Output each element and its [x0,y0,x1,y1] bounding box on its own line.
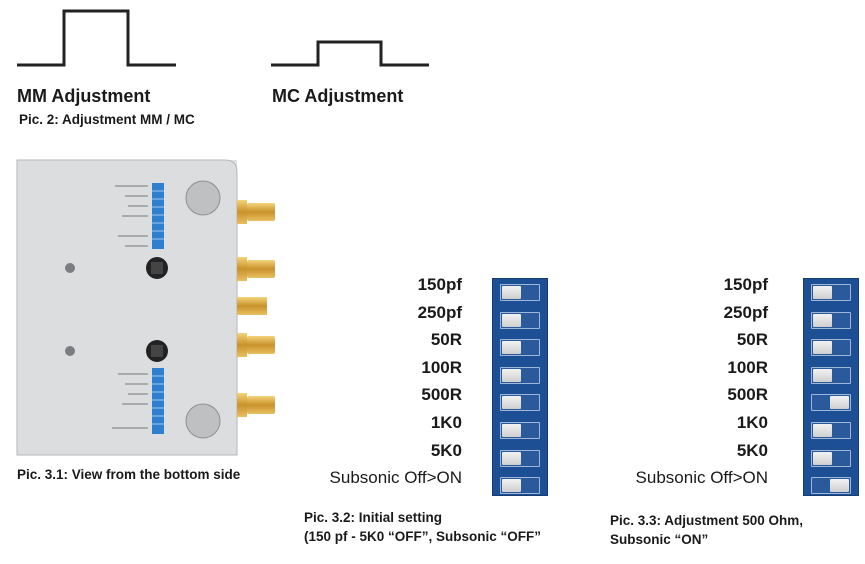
pulse-diagrams [17,9,429,67]
pic32-switch-knob-1 [502,313,521,327]
pic32-switch-3[interactable] [500,366,540,384]
pic33-caption-label: Pic. 3.3: [610,513,662,528]
pic33-label-5: 1K0 [736,413,768,432]
pic32-switch-0[interactable] [500,284,540,301]
pic33-switch-knob-1 [813,313,832,327]
pic33-switch-1[interactable] [811,311,851,329]
pic32-switch-knob-3 [502,368,521,382]
pic32-caption-line1: Initial setting [355,510,443,525]
pic31-caption: Pic. 3.1: View from the bottom side [17,465,240,484]
pic32-caption-line2: (150 pf - 5K0 “OFF”, Subsonic “OFF” [304,529,542,544]
pic33-switch-0[interactable] [811,284,851,301]
pic33-label-4: 500R [727,385,768,405]
pic33-caption: Pic. 3.3: Adjustment 500 Ohm, Subsonic “… [610,511,803,549]
pic33-switch-5[interactable] [811,422,851,439]
pic32-switch-knob-7 [502,479,521,493]
pic33-label-6: 5K0 [736,440,768,460]
pic33-switch-6[interactable] [811,449,851,467]
mm-pulse-shape [17,9,176,67]
pic32-switch-5[interactable] [500,422,540,439]
ground-terminal [237,297,267,315]
pic32-switch-knob-0 [502,286,521,299]
screw-bottom-right [185,403,221,439]
pic33-label-3: 100R [727,357,768,377]
rca-connector-2 [237,257,275,281]
pic32-switch-6[interactable] [500,449,540,467]
pic33-switch-knob-2 [813,341,832,355]
pic32-caption-label: Pic. 3.2: [304,510,356,525]
adjust-knob-bottom [146,340,168,362]
pic33-switch-4[interactable] [811,394,851,412]
pic33-switch-knob-5 [813,424,832,437]
pic32-switch-knob-5 [502,424,521,437]
pic32-switch-7[interactable] [500,477,540,495]
pic33-switch-knob-0 [813,286,832,299]
pic32-label-1: 250pf [417,302,462,322]
pic32-label-5: 1K0 [430,413,462,432]
rca-connector-3 [237,333,275,357]
pic32-switch-2[interactable] [500,339,540,357]
pic32-switch-knob-6 [502,451,521,465]
pic33-label-0: 150pf [723,275,768,294]
pic33-label-2: 50R [736,330,768,350]
mc-adjustment-title: MC Adjustment [272,86,404,106]
pic33-switch-knob-6 [813,451,832,465]
pic32-label-7: Subsonic Off>ON [329,468,462,488]
pic32-switch-knob-4 [502,396,521,410]
rca-connector-4 [237,393,275,417]
screw-small-2 [65,346,75,356]
pic33-dip-switch-block [803,278,859,496]
adjust-knob-top [146,257,168,279]
pic33-caption-line2: Subsonic “ON” [610,532,709,547]
pic31-caption-text: View from the bottom side [68,467,241,482]
pic32-label-6: 5K0 [430,440,462,460]
pic33-switch-2[interactable] [811,339,851,357]
pic33-switch-knob-3 [813,368,832,382]
pic32-dip-switch-block [492,278,548,496]
pic33-switch-7[interactable] [811,477,851,495]
mm-adjustment-title: MM Adjustment [17,86,151,106]
pic33-label-1: 250pf [723,302,768,322]
rca-connector-1 [237,200,275,224]
screw-small-1 [65,263,75,273]
pic32-label-3: 100R [421,357,462,377]
pic32-caption: Pic. 3.2: Initial setting (150 pf - 5K0 … [304,508,541,546]
pic31-caption-label: Pic. 3.1: [17,467,69,482]
pic32-label-4: 500R [421,385,462,405]
pic33-switch-knob-7 [830,479,849,493]
pic33-label-7: Subsonic Off>ON [635,468,768,488]
pic32-switch-1[interactable] [500,311,540,329]
pic32-label-2: 50R [430,330,462,350]
device-bottom-view [16,159,275,456]
pic32-switch-4[interactable] [500,394,540,412]
mc-pulse-shape [271,40,429,67]
pic33-caption-line1: Adjustment 500 Ohm, [661,513,804,528]
screw-top-right [185,180,221,216]
pic33-switch-knob-4 [830,396,849,410]
pic32-switch-knob-2 [502,341,521,355]
pic2-caption: Pic. 2: Adjustment MM / MC [19,112,195,127]
pic33-switch-3[interactable] [811,366,851,384]
pic32-label-0: 150pf [417,275,462,294]
